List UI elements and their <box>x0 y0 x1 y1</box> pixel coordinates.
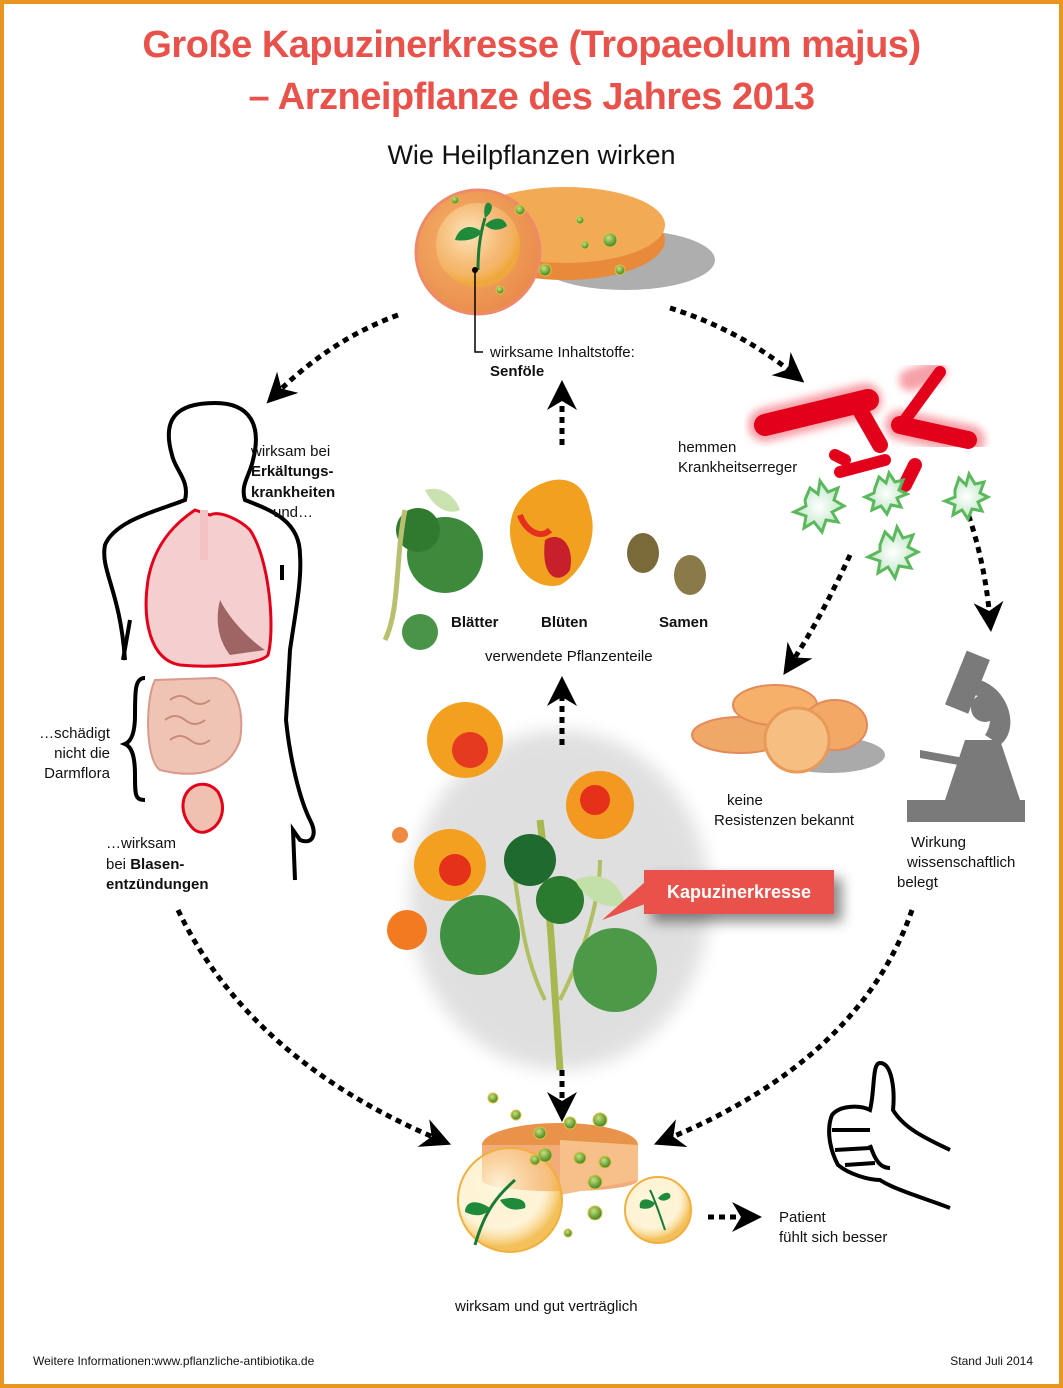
body-label-line2: Erkältungs- <box>251 463 334 480</box>
pathogens-label-line2: Krankheitserreger <box>678 459 798 476</box>
body-label-line4: und… <box>273 504 314 521</box>
plant-parts-caption: verwendete Pflanzenteile <box>485 648 653 665</box>
arrow-to-resistance <box>783 553 853 675</box>
bladder-label-line1: …wirksam <box>106 835 176 852</box>
result-tablet <box>457 1092 692 1253</box>
thumbs-up-icon <box>827 1061 951 1210</box>
gut-label-line3: Darmflora <box>44 765 110 782</box>
human-body-illustration <box>102 400 316 881</box>
pathogens-label-line1: hemmen <box>678 439 737 456</box>
title-line-1: Große Kapuzinerkresse (Tropaeolum majus) <box>142 24 921 66</box>
bladder-label-line2: bei Blasen- <box>106 855 184 875</box>
arrow-to-microscope <box>962 504 1004 632</box>
gut-label-line2: nicht die <box>54 745 110 762</box>
plant-parts-illustration <box>382 479 706 650</box>
flow-arrows <box>175 305 1004 1232</box>
title-line-2: – Arzneipflanze des Jahres 2013 <box>248 76 815 118</box>
plant-part-flowers: Blüten <box>541 614 588 631</box>
callout-pointer <box>602 882 645 920</box>
virus <box>790 477 848 536</box>
pathogens-illustration <box>748 361 992 582</box>
arrow-body-to-result <box>175 908 452 1147</box>
body-label-line3: krankheiten <box>251 484 336 501</box>
patient-label-line1: Patient <box>779 1209 826 1226</box>
tablet-pile <box>691 684 885 774</box>
gut-label-line1: …schädigt <box>39 725 110 742</box>
result-caption: wirksam und gut verträglich <box>455 1298 638 1315</box>
bladder-label-prefix: bei <box>106 856 131 873</box>
footer-date: Stand Juli 2014 <box>950 1354 1033 1368</box>
nasturtium-plant <box>387 702 710 1071</box>
ingredients-value: Senföle <box>490 363 545 380</box>
science-label-line1: Wirkung <box>911 834 967 851</box>
arrow-to-body <box>266 312 399 404</box>
science-label-line3: belegt <box>897 874 938 891</box>
plant-part-seeds: Samen <box>659 614 709 631</box>
microscope-icon <box>907 650 1025 822</box>
subtitle: Wie Heilpflanzen wirken <box>387 140 676 170</box>
bladder-label-bold: Blasen- <box>130 856 185 873</box>
patient-label-line2: fühlt sich besser <box>779 1229 888 1246</box>
resistance-label-line1: keine <box>727 792 763 809</box>
resistance-label-line2: Resistenzen bekannt <box>714 812 855 829</box>
intestines <box>147 676 243 775</box>
plant-name-callout: Kapuzinerkresse <box>644 870 834 914</box>
ingredients-label: wirksame Inhaltstoffe: <box>490 344 635 361</box>
body-label-line1: wirksam bei <box>251 443 331 460</box>
footer-info: Weitere Informationen:www.pflanzliche-an… <box>33 1354 315 1368</box>
plant-part-leaves: Blätter <box>451 614 499 631</box>
bladder-label-line3: entzündungen <box>106 876 209 893</box>
science-label-line2: wissenschaftlich <box>907 854 1016 871</box>
arrow-to-pathogens <box>669 305 805 383</box>
tablet-group-top <box>414 187 715 353</box>
